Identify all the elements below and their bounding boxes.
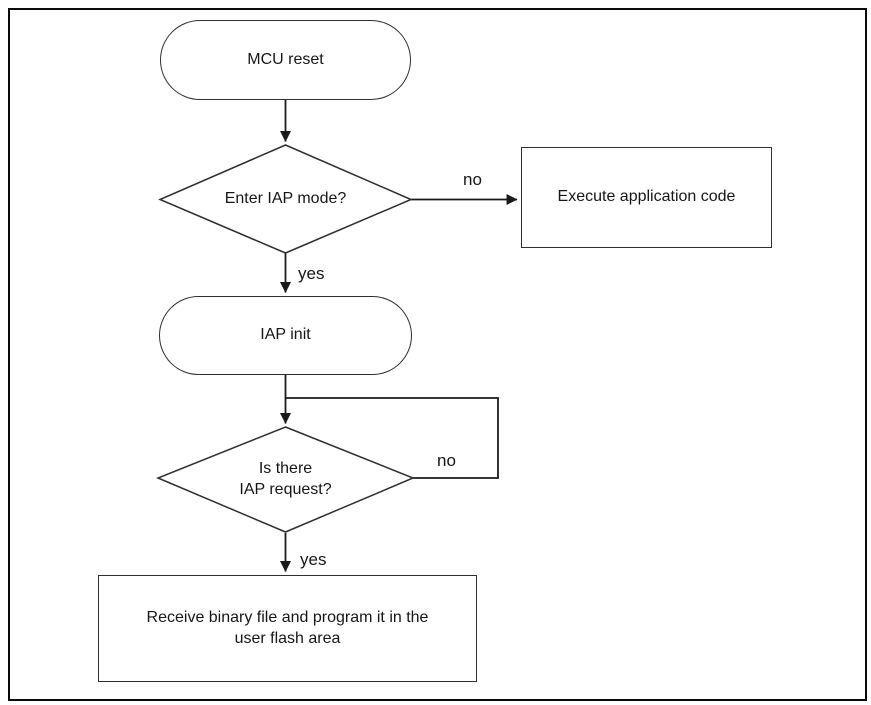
decision-diamond-iap-request: [156, 426, 415, 533]
node-mcu-reset: MCU reset: [160, 20, 411, 100]
node-receive-binary-file: Receive binary file and program it in th…: [98, 575, 477, 682]
loop-line-no-request: [285, 397, 499, 479]
node-enter-iap-mode-label: Enter IAP mode?: [224, 189, 347, 207]
node-enter-iap-mode: Enter IAP mode?: [160, 145, 411, 253]
edge-label-iap-request-no: no: [437, 451, 456, 470]
edge-label-enter-iap-yes: yes: [298, 264, 325, 283]
node-execute-application-code-label: Execute application code: [557, 188, 736, 206]
edge-label-iap-request-yes: yes: [300, 550, 327, 569]
node-is-there-iap-request-label: Is there IAP request?: [239, 459, 332, 498]
node-execute-application-code: Execute application code: [521, 147, 772, 248]
node-receive-binary-file-label: Receive binary file and program it in th…: [146, 608, 429, 647]
node-is-there-iap-request: Is there IAP request?: [158, 427, 413, 532]
node-mcu-reset-label: MCU reset: [247, 50, 324, 68]
node-iap-init: IAP init: [159, 296, 412, 375]
node-iap-init-label: IAP init: [260, 326, 311, 344]
decision-diamond-enter-iap: [158, 144, 413, 254]
diagram-border: [8, 8, 867, 701]
edge-label-enter-iap-no: no: [463, 170, 482, 189]
